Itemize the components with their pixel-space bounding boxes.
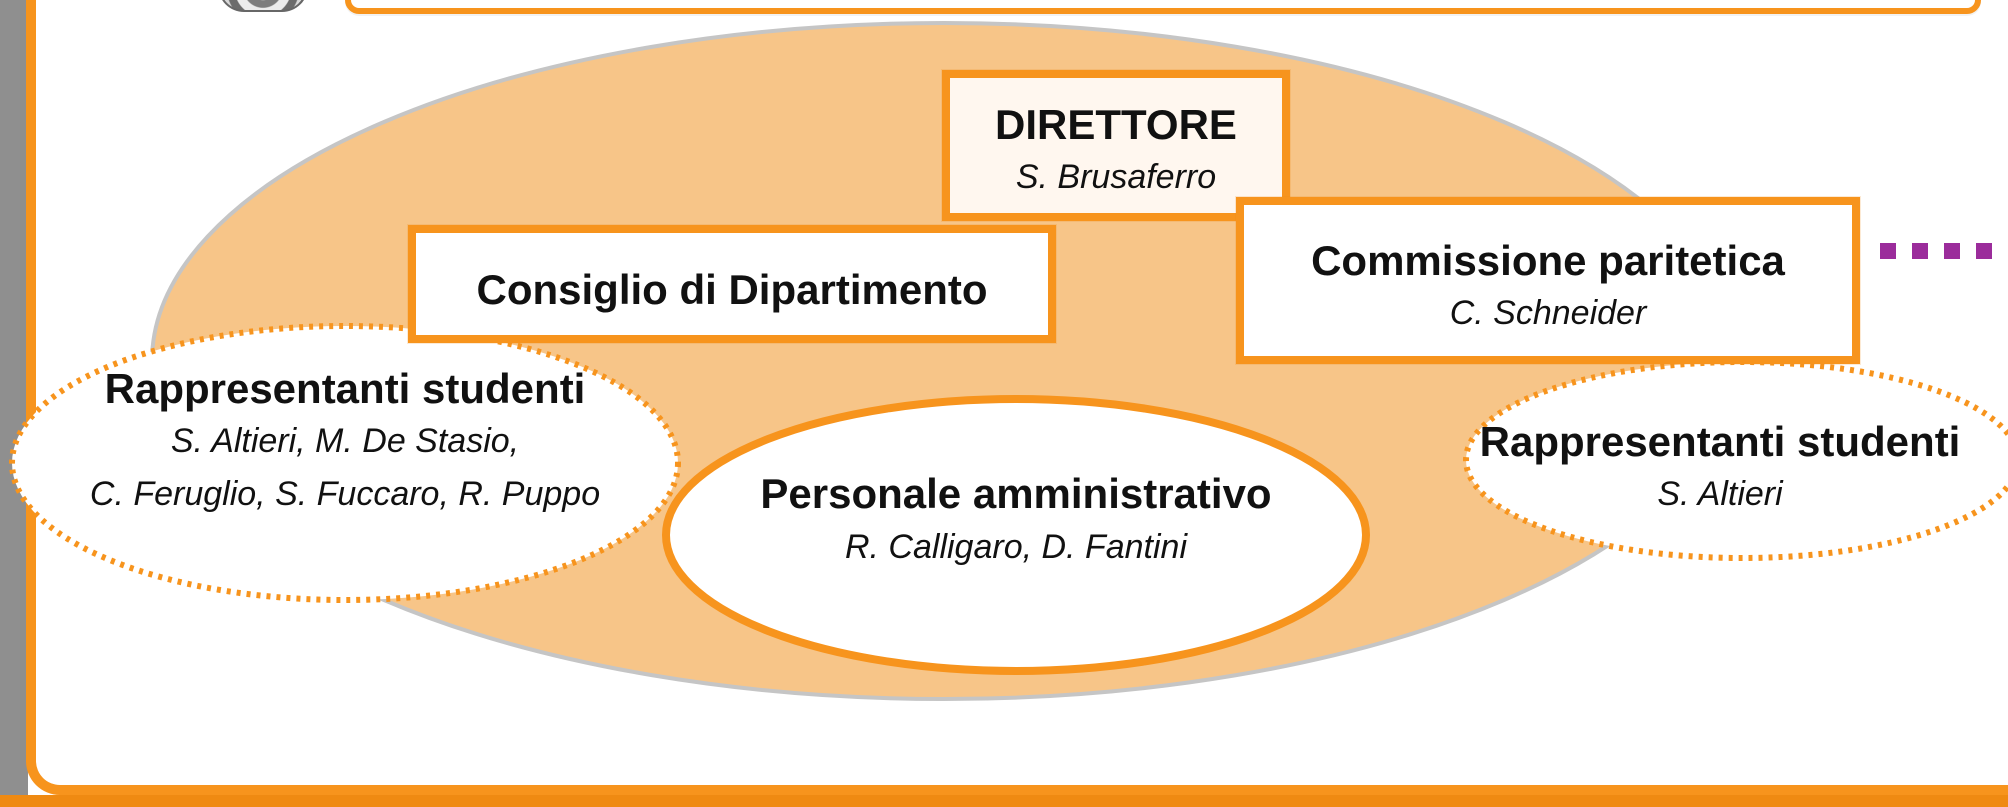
bottom-frame-band: [0, 795, 2008, 807]
admin-ellipse: [662, 395, 1370, 675]
left-student-line1: S. Altieri, M. De Stasio,: [170, 422, 520, 460]
admin-title: Personale amministrativo: [760, 470, 1272, 517]
connector-square: [1880, 243, 1896, 259]
title-banner: [345, 0, 1981, 14]
director-box: [942, 70, 1290, 221]
left-frame-strip: [0, 0, 28, 807]
commission-box: [1236, 197, 1860, 364]
council-title: Consiglio di Dipartimento: [476, 266, 988, 313]
connector-square: [1912, 243, 1928, 259]
commission-title: Commissione paritetica: [1311, 237, 1785, 284]
right-student-name: S. Altieri: [1657, 475, 1783, 513]
left-student-title: Rappresentanti studenti: [104, 365, 586, 412]
admin-name: R. Calligaro, D. Fantini: [844, 528, 1187, 566]
council-box: [408, 225, 1056, 343]
director-title: DIRETTORE: [995, 101, 1237, 148]
left-student-line2: C. Feruglio, S. Fuccaro, R. Puppo: [89, 475, 601, 513]
left-student-ellipse: [9, 323, 681, 603]
connector-square: [1944, 243, 1960, 259]
director-name: S. Brusaferro: [1015, 158, 1217, 196]
commission-name: C. Schneider: [1449, 294, 1647, 332]
right-student-title: Rappresentanti studenti: [1479, 418, 1961, 465]
connector-square: [1976, 243, 1992, 259]
